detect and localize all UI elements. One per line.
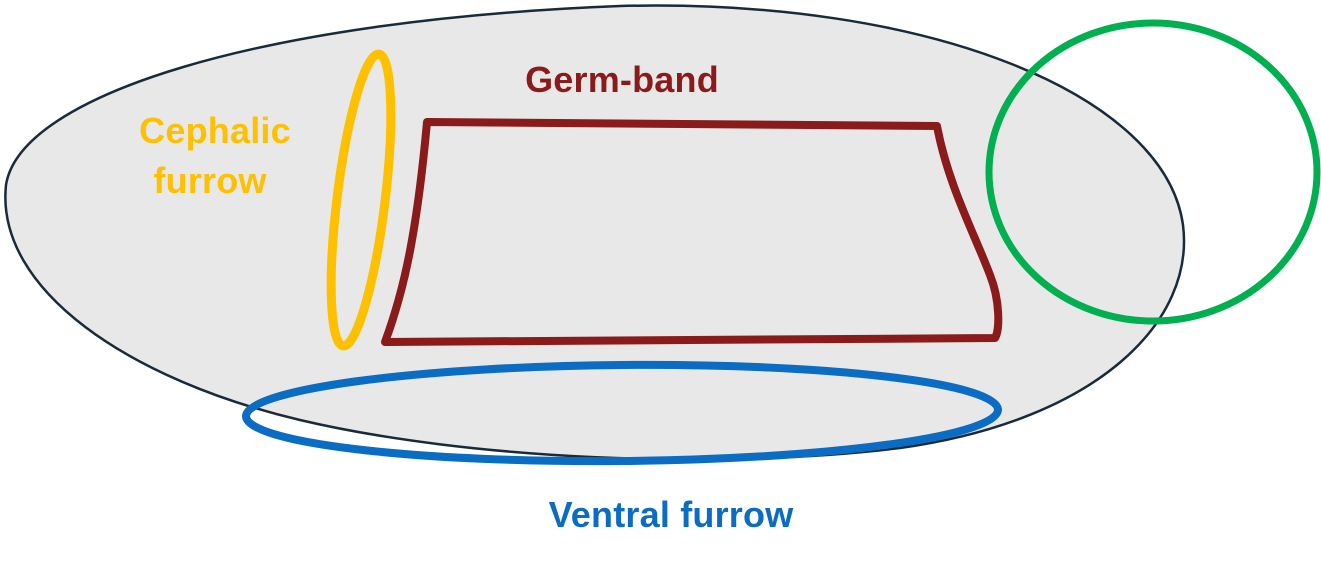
germ-band-label: Germ-band (525, 59, 719, 100)
cephalic-furrow-label-line1: Cephalic (139, 110, 291, 151)
posterior-circle-outline (985, 19, 1321, 325)
ventral-furrow-label: Ventral furrow (549, 494, 795, 535)
cephalic-furrow-outline (326, 49, 396, 351)
ventral-furrow-outline (242, 360, 1002, 466)
cephalic-furrow-label-line2: furrow (153, 160, 267, 201)
germ-band-outline (381, 118, 1003, 346)
